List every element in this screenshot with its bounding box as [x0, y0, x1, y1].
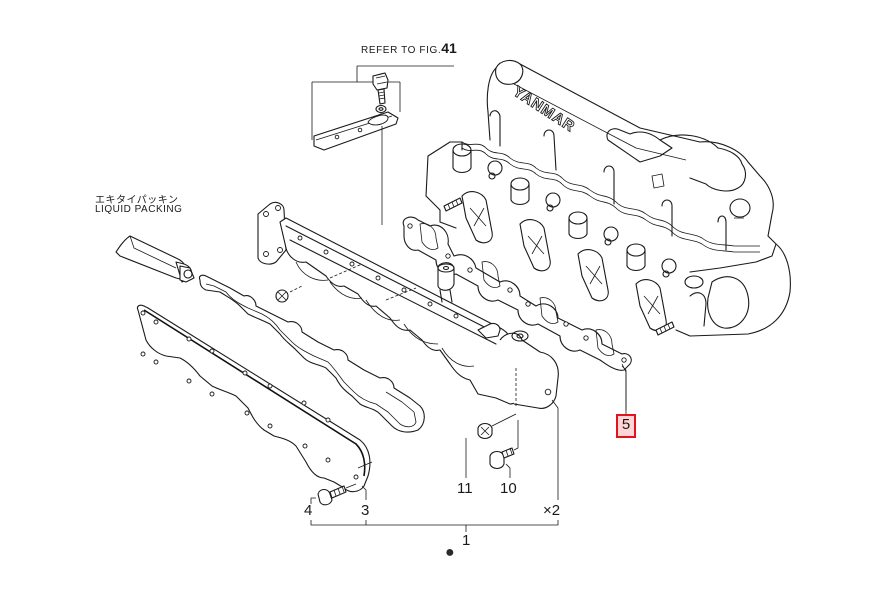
callout-x2: ×2	[543, 502, 561, 519]
bracket-bolt-icon	[372, 72, 389, 122]
bolt-part-4-icon	[317, 483, 357, 506]
injector-bosses	[452, 143, 704, 289]
heat-shield-part-3	[136, 304, 373, 493]
refer-bracket	[311, 65, 454, 140]
head-ports	[461, 191, 667, 332]
exhaust-manifold	[257, 201, 559, 409]
bolt-part-10-icon	[489, 420, 519, 470]
cylinder-head-cover: YANMAR	[461, 59, 777, 273]
liquid-packing-tube-icon	[115, 235, 195, 283]
nut-part-11-icon	[477, 413, 517, 440]
nut-icon	[275, 285, 303, 303]
refer-to-fig-note: REFER TO FIG.41	[361, 40, 457, 56]
refer-figure-number: 41	[441, 40, 457, 56]
marker-dot: ●	[445, 544, 455, 561]
liquid-packing-japanese-label: エキタイパッキン	[95, 195, 179, 206]
callout-1: 1	[462, 532, 471, 549]
liquid-packing-label: LIQUID PACKING	[95, 204, 183, 215]
callout-10: 10	[500, 480, 517, 497]
refer-prefix: REFER TO FIG.	[361, 45, 442, 56]
callout-4: 4	[304, 502, 313, 519]
manifold-gasket-part-5	[402, 216, 632, 410]
callout-5-highlighted[interactable]: 5	[616, 414, 636, 438]
yanmar-logo: YANMAR	[510, 83, 578, 136]
stud-icon	[443, 197, 675, 336]
cylinder-head	[425, 141, 791, 337]
bracket-plate-icon	[313, 111, 399, 225]
manifold-outer-gasket	[198, 274, 425, 433]
callout-3: 3	[361, 502, 370, 519]
callout-leaders	[310, 365, 627, 532]
callout-11: 11	[457, 480, 473, 497]
